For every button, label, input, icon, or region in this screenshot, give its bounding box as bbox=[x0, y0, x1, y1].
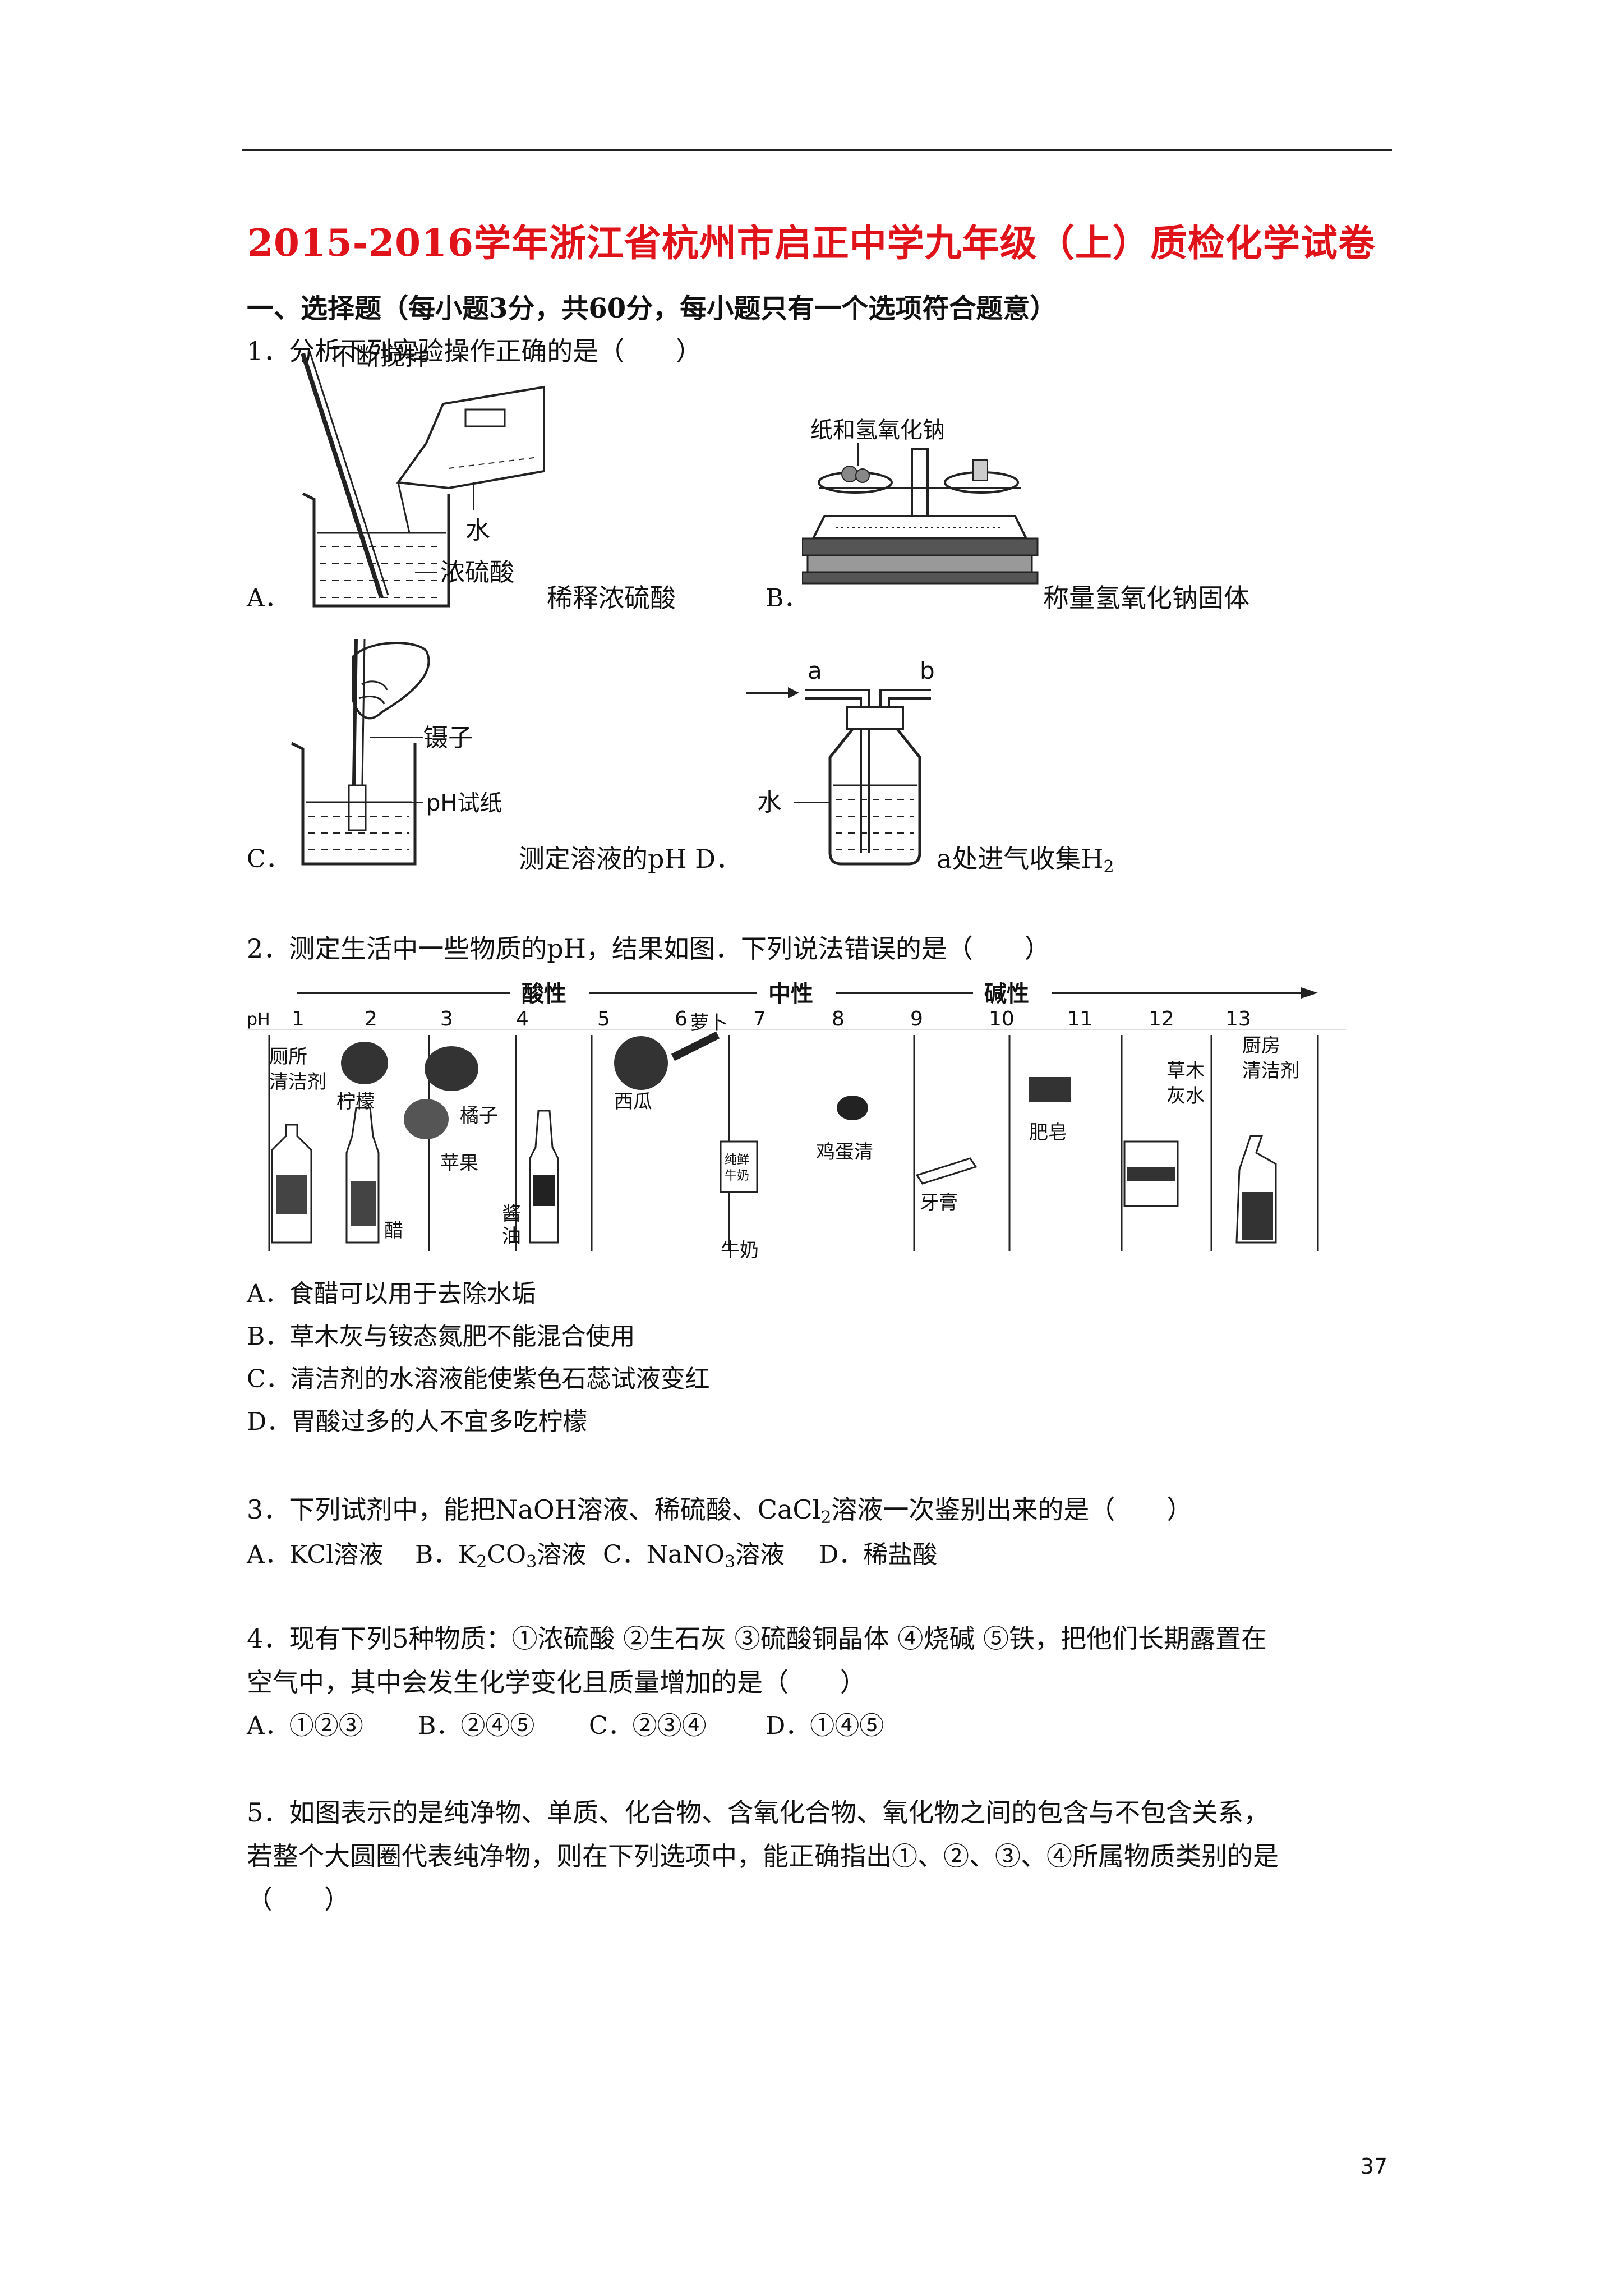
q1-c-label-tweezers: 镊子 bbox=[423, 724, 473, 752]
q1-option-d-caption: a处进气收集H2 bbox=[937, 844, 1114, 877]
q2-ph-tick-11: 11 bbox=[1067, 1007, 1093, 1030]
q2-item-orange: 橘子 bbox=[460, 1105, 498, 1127]
q4-option-d: D．①④⑤ bbox=[766, 1711, 884, 1740]
q1-b-label: 纸和氢氧化钠 bbox=[810, 417, 945, 443]
q2-item-soap: 肥皂 bbox=[1029, 1121, 1067, 1144]
apple-icon bbox=[404, 1099, 449, 1139]
q2-item-kitchen-2: 清洁剂 bbox=[1242, 1060, 1299, 1082]
q4-option-a: A．①②③ bbox=[247, 1711, 363, 1740]
q1-figure-d: a b 水 bbox=[746, 657, 935, 866]
header-rule bbox=[242, 149, 1392, 151]
q2-item-ash-1: 草木 bbox=[1166, 1060, 1205, 1082]
q3-option-d: D．稀盐酸 bbox=[819, 1540, 938, 1569]
q4-option-c: C．②③④ bbox=[589, 1711, 707, 1740]
q3-option-b: B．K2CO3溶液 bbox=[415, 1540, 587, 1572]
q2-ph-tick-10: 10 bbox=[989, 1007, 1015, 1030]
page-number: 37 bbox=[1360, 2154, 1387, 2179]
q2-option-c: C．清洁剂的水溶液能使紫色石蕊试液变红 bbox=[247, 1365, 710, 1393]
q5-stem-line2: 若整个大圆圈代表纯净物，则在下列选项中，能正确指出①、②、③、④所属物质类别的是 bbox=[247, 1841, 1279, 1871]
lemon-icon bbox=[341, 1042, 388, 1084]
q5-stem-line1: 5．如图表示的是纯净物、单质、化合物、含氧化合物、氧化物之间的包含与不包含关系， bbox=[247, 1797, 1270, 1828]
page-title: 2015-2016学年浙江省杭州市启正中学九年级（上）质检化学试卷 bbox=[247, 221, 1376, 265]
q2-ph-tick-4: 4 bbox=[516, 1007, 529, 1030]
q4-stem-line2: 空气中，其中会发生化学变化且质量增加的是（ ） bbox=[247, 1667, 866, 1697]
q2-item-soy-2: 油 bbox=[502, 1225, 521, 1248]
q2-item-toothpaste: 牙膏 bbox=[920, 1191, 958, 1214]
q2-option-d: D．胃酸过多的人不宜多吃柠檬 bbox=[247, 1407, 588, 1436]
q2-item-radish: 萝卜 bbox=[690, 1012, 728, 1034]
q1-a-label-acid: 浓硫酸 bbox=[440, 558, 514, 587]
q2-region-acidic: 酸性 bbox=[522, 981, 566, 1007]
egg-white-icon bbox=[837, 1096, 868, 1120]
q1-d-label-a: a bbox=[808, 657, 822, 684]
q2-ph-tick-2: 2 bbox=[365, 1007, 377, 1030]
q3-option-c: C．NaNO3溶液 bbox=[603, 1540, 785, 1572]
q1-d-label-b: b bbox=[920, 657, 935, 684]
q2-option-b: B．草木灰与铵态氮肥不能混合使用 bbox=[247, 1322, 635, 1351]
q2-item-vinegar: 醋 bbox=[384, 1220, 403, 1242]
q1-option-a-letter: A． bbox=[247, 584, 289, 613]
q2-item-egg-white: 鸡蛋清 bbox=[816, 1141, 873, 1163]
q2-item-toilet-1: 厕所 bbox=[269, 1046, 307, 1068]
q5-stem-line3: （ ） bbox=[247, 1884, 350, 1915]
q1-c-label-ph-paper: pH试纸 bbox=[426, 790, 502, 816]
q1-option-b-caption: 称量氢氧化钠固体 bbox=[1043, 583, 1249, 613]
q2-ph-tick-6: 6 bbox=[675, 1007, 688, 1030]
svg-text:牛奶: 牛奶 bbox=[725, 1169, 749, 1183]
milk-carton-icon bbox=[720, 1140, 758, 1193]
q2-ph-tick-3: 3 bbox=[440, 1007, 453, 1030]
q2-ph-tick-8: 8 bbox=[832, 1007, 845, 1030]
q1-stem: 1．分析下列实验操作正确的是（ ） bbox=[247, 336, 702, 366]
q1-figure-c: 镊子 pH试纸 bbox=[291, 639, 502, 866]
q2-item-toilet-2: 清洁剂 bbox=[269, 1071, 326, 1093]
radish-icon bbox=[671, 1031, 720, 1061]
svg-text:纯鲜: 纯鲜 bbox=[725, 1153, 749, 1167]
q1-figure-b: 纸和氢氧化钠 bbox=[802, 417, 1039, 585]
q2-stem: 2．测定生活中一些物质的pH，结果如图．下列说法错误的是（ ） bbox=[247, 933, 1050, 964]
q4-stem-line1: 4．现有下列5种物质：①浓硫酸 ②生石灰 ③硫酸铜晶体 ④烧碱 ⑤铁，把他们长期… bbox=[247, 1623, 1267, 1654]
q2-ph-tick-13: 13 bbox=[1225, 1007, 1251, 1030]
q2-item-kitchen-1: 厨房 bbox=[1242, 1034, 1280, 1057]
q1-a-label-stir: 不断搅拌 bbox=[331, 342, 430, 371]
q1-option-a-caption: 稀释浓硫酸 bbox=[547, 583, 676, 613]
q1-figure-a: 不断搅拌 水 浓硫酸 bbox=[301, 342, 545, 608]
q3-stem: 3．下列试剂中，能把NaOH溶液、稀硫酸、CaCl2溶液一次鉴别出来的是（ ） bbox=[247, 1494, 1193, 1527]
q2-region-neutral: 中性 bbox=[768, 981, 813, 1007]
q2-ph-tick-1: 1 bbox=[292, 1007, 305, 1030]
soap-icon bbox=[1029, 1077, 1071, 1102]
q1-option-c-caption: 测定溶液的pH D． bbox=[519, 844, 742, 874]
q4-option-b: B．②④⑤ bbox=[418, 1711, 535, 1740]
orange-icon bbox=[425, 1046, 478, 1091]
q2-ph-tick-12: 12 bbox=[1149, 1007, 1174, 1030]
toothpaste-icon bbox=[915, 1157, 978, 1185]
q2-ph-tick-7: 7 bbox=[753, 1007, 766, 1030]
q1-option-c-letter: C． bbox=[247, 845, 291, 873]
q2-region-basic: 碱性 bbox=[984, 981, 1029, 1007]
q2-item-milk: 牛奶 bbox=[721, 1239, 759, 1259]
q2-item-apple: 苹果 bbox=[440, 1152, 478, 1175]
q2-item-lemon: 柠檬 bbox=[336, 1091, 375, 1113]
q2-item-watermelon: 西瓜 bbox=[614, 1091, 652, 1113]
q2-option-a: A．食醋可以用于去除水垢 bbox=[247, 1280, 536, 1308]
q2-ph-tick-9: 9 bbox=[910, 1007, 923, 1030]
watermelon-icon bbox=[614, 1036, 668, 1090]
q2-item-soy-1: 酱 bbox=[502, 1203, 521, 1225]
q1-option-b-letter: B． bbox=[766, 584, 809, 613]
q3-option-a: A．KCl溶液 bbox=[247, 1540, 384, 1569]
q2-ph-tick-5: 5 bbox=[597, 1007, 610, 1030]
q1-a-label-water: 水 bbox=[465, 516, 490, 545]
q2-item-ash-2: 灰水 bbox=[1166, 1085, 1205, 1107]
section-heading: 一、选择题（每小题3分，共60分，每小题只有一个选项符合题意） bbox=[247, 293, 1057, 324]
q2-ph-label: pH bbox=[247, 1010, 270, 1029]
q1-d-label-water: 水 bbox=[757, 788, 782, 817]
